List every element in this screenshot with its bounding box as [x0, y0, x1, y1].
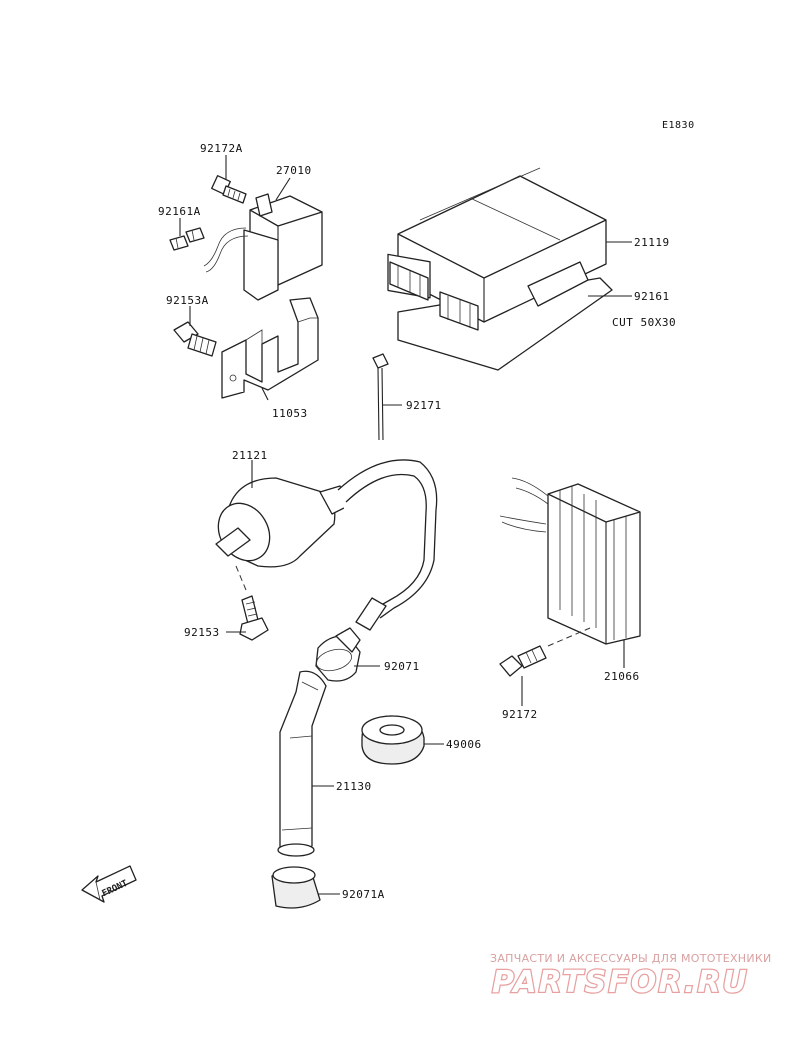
label-92071A: 92071A	[342, 888, 385, 901]
watermark-tagline: ЗАПЧАСТИ И АКСЕССУАРЫ ДЛЯ МОТОТЕХНИКИ	[490, 952, 772, 965]
label-92153: 92153	[184, 626, 220, 639]
grommet-49006	[361, 715, 425, 765]
diagram-code: E1830	[662, 120, 695, 131]
label-92161A: 92161A	[158, 205, 201, 218]
label-49006: 49006	[446, 738, 482, 751]
clip-92161A	[169, 227, 205, 251]
bolt-92153A	[173, 321, 217, 357]
label-21130: 21130	[336, 780, 372, 793]
label-21119: 21119	[634, 236, 670, 249]
bracket-11053	[221, 297, 319, 399]
cdi-unit-21119	[387, 167, 613, 371]
label-92171: 92171	[406, 399, 442, 412]
watermark-logo: PARTSFOR.RU	[491, 964, 749, 1002]
clamp-92171	[372, 353, 389, 441]
cap-92071A	[271, 866, 321, 909]
label-92172: 92172	[502, 708, 538, 721]
label-21121: 21121	[232, 449, 268, 462]
label-92161: 92161	[634, 290, 670, 303]
label-21066: 21066	[604, 670, 640, 683]
relay-27010	[203, 193, 323, 301]
label-92153A: 92153A	[166, 294, 209, 307]
bolt-92172	[499, 627, 591, 677]
ignition-coil-21121	[215, 459, 438, 631]
regulator-21066	[499, 477, 641, 645]
bolt-92153	[239, 595, 269, 641]
label-cut-size: CUT 50X30	[612, 316, 677, 329]
label-92172A: 92172A	[200, 142, 243, 155]
front-arrow: FRONT	[81, 865, 137, 903]
watermark-logo-text: PARTSFOR.RU	[492, 965, 749, 1000]
label-11053: 11053	[272, 407, 308, 420]
label-27010: 27010	[276, 164, 312, 177]
boot-92071	[315, 627, 361, 682]
plug-cap-21130	[277, 670, 327, 857]
label-92071: 92071	[384, 660, 420, 673]
bolt-92172A	[211, 175, 247, 204]
leader-lines	[179, 155, 632, 895]
